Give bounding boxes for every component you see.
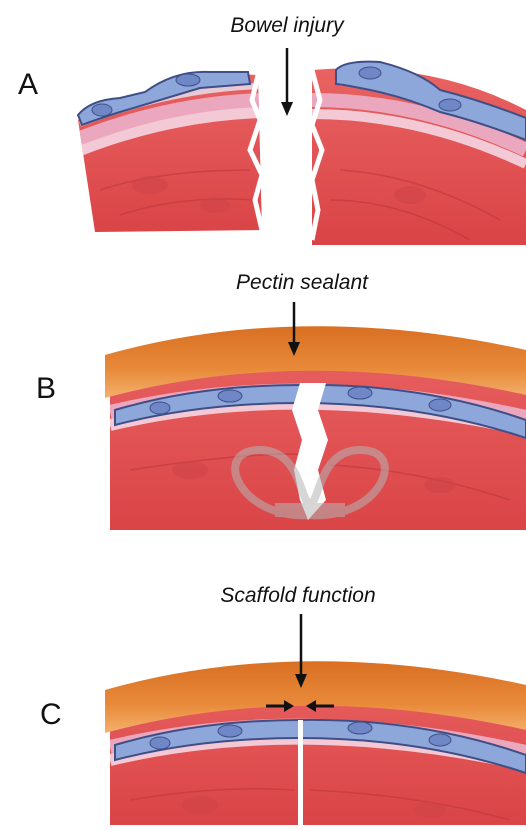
caption-bowel-injury: Bowel injury [230, 14, 343, 38]
panel-a-tissue [70, 60, 526, 250]
panel-label-a: A [18, 68, 38, 102]
panel-c-tissue [100, 650, 526, 825]
caption-scaffold-function: Scaffold function [220, 584, 375, 608]
panel-label-b: B [36, 372, 56, 406]
caption-pectin-sealant: Pectin sealant [236, 271, 368, 295]
panel-b-tissue [100, 320, 526, 540]
panel-label-c: C [40, 698, 62, 732]
